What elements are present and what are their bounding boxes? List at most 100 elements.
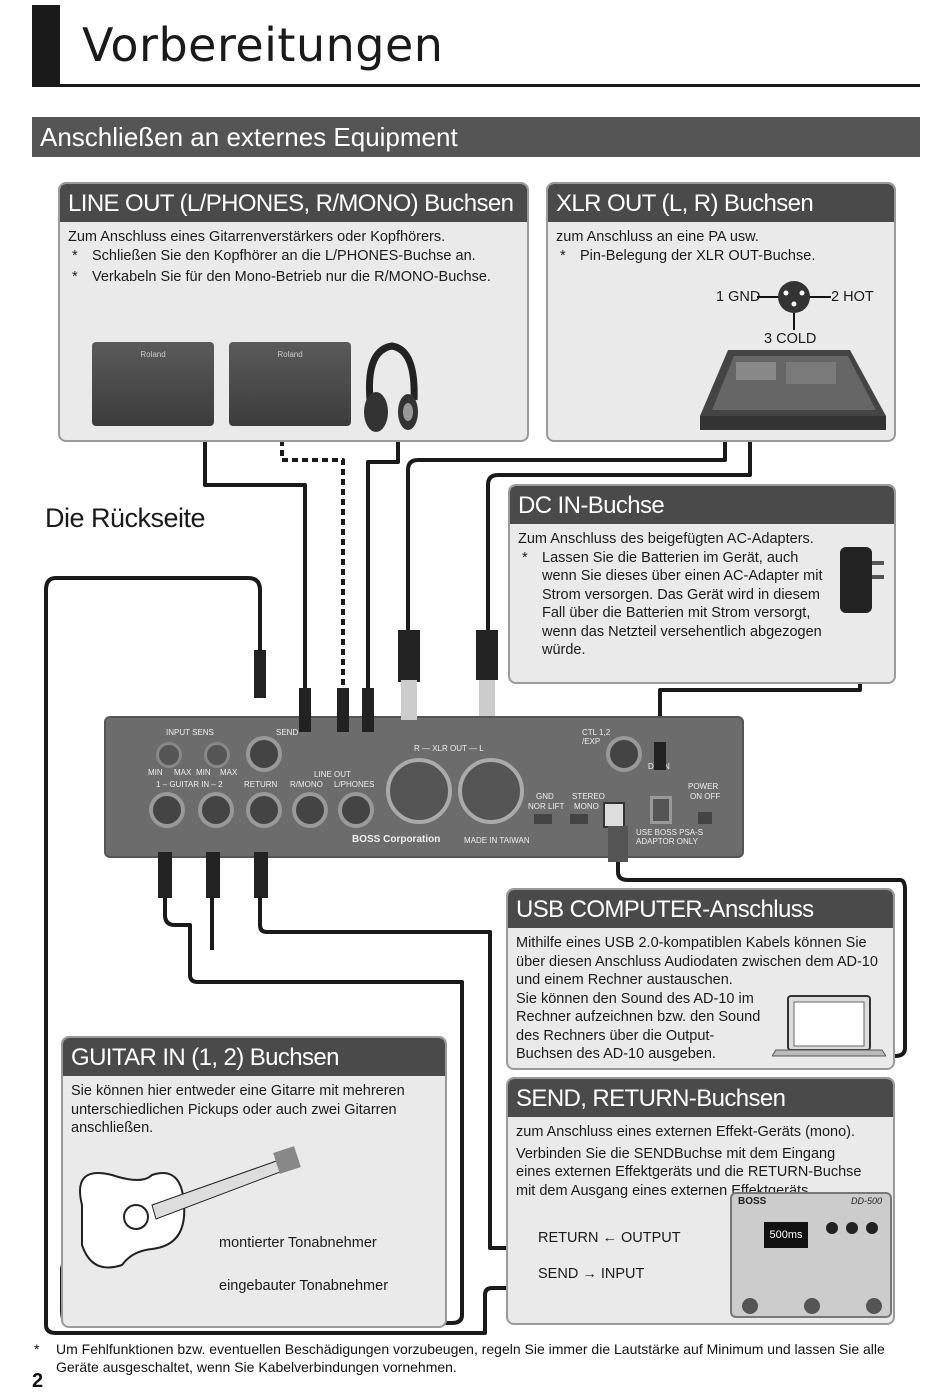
- usb-text-2: Sie können den Sound des AD-10 im Rechne…: [516, 990, 761, 1063]
- panel-made-in: MADE IN TAIWAN: [464, 836, 530, 845]
- xlr-pin-2-label: 2 HOT: [831, 289, 874, 305]
- back-title: Die Rückseite: [45, 503, 206, 533]
- panel-xlr-out: R — XLR OUT — L: [414, 744, 484, 753]
- panel-l-phones: L/PHONES: [334, 780, 375, 789]
- dc-in-heading: DC IN-Buchse: [510, 486, 894, 524]
- send-plug: [254, 650, 266, 698]
- pedal-knob-2[interactable]: [846, 1222, 858, 1234]
- dc-in-intro: Zum Anschluss des beigefügten AC-Adapter…: [518, 531, 814, 547]
- send-return-box: SEND, RETURN-Buchsen zum Anschluss eines…: [506, 1077, 895, 1325]
- headphones-icon: [364, 342, 418, 432]
- pedal-knob-1[interactable]: [826, 1222, 838, 1234]
- xlr-out-r-jack[interactable]: [386, 758, 452, 824]
- usb-heading: USB COMPUTER-Anschluss: [508, 890, 893, 928]
- panel-r-mono: R/MONO: [290, 780, 323, 789]
- cable-usb: [616, 860, 907, 1058]
- xlr-out-l-jack[interactable]: [458, 758, 524, 824]
- panel-gnd: GND: [536, 792, 554, 801]
- panel-max-1: MAX: [174, 768, 192, 777]
- send-return-text-1: zum Anschluss eines externen Effekt-Gerä…: [516, 1124, 856, 1140]
- title-bar-accent: [32, 5, 60, 87]
- xlr-l-plug-head: [479, 680, 495, 716]
- pa-mixer-icon: [700, 350, 886, 430]
- dc-plug: [654, 742, 666, 770]
- panel-stereo: STEREO: [572, 792, 605, 801]
- usb-plug: [608, 826, 628, 862]
- gnd-lift-switch[interactable]: [534, 814, 552, 824]
- l-phones-jack[interactable]: [338, 792, 374, 828]
- pedal-footswitch-b[interactable]: [804, 1298, 820, 1314]
- guitar-2-plug: [206, 852, 220, 898]
- xlr-pin-3-label: 3 COLD: [764, 331, 817, 347]
- input-sens-knob-1[interactable]: [156, 742, 182, 768]
- guitar-in-text: Sie können hier entweder eine Gitarre mi…: [71, 1083, 405, 1136]
- section-title: Anschließen an externes Equipment: [32, 117, 920, 157]
- panel-line-out: LINE OUT: [314, 770, 351, 779]
- footnote-text: Um Fehlfunktionen bzw. eventuellen Besch…: [56, 1341, 885, 1375]
- pickup-mounted-label: montierter Tonabnehmer: [219, 1235, 377, 1251]
- cable-xlr-l: [486, 430, 752, 630]
- xlr-out-intro: zum Anschluss an eine PA usw.: [556, 229, 759, 245]
- pedal-model: DD-500: [850, 1196, 882, 1206]
- cable-amp-rmono: [203, 428, 307, 690]
- send-return-heading: SEND, RETURN-Buchsen: [508, 1079, 893, 1117]
- panel-adaptor-2: ADAPTOR ONLY: [636, 837, 698, 846]
- send-jack[interactable]: [246, 736, 282, 772]
- line-out-bullet-1: Schließen Sie den Kopfhörer an die L/PHO…: [92, 247, 476, 264]
- r-mono-jack[interactable]: [292, 792, 328, 828]
- input-sens-knob-2[interactable]: [204, 742, 230, 768]
- panel-adaptor-1: USE BOSS PSA-S: [636, 828, 704, 837]
- return-jack[interactable]: [246, 792, 282, 828]
- xlr-r-plug-head: [401, 680, 417, 720]
- usb-box: USB COMPUTER-Anschluss Mithilfe eines US…: [506, 888, 895, 1070]
- guitar-in-2-jack[interactable]: [198, 792, 234, 828]
- page-number: 2: [32, 1370, 44, 1392]
- stereo-mono-switch[interactable]: [570, 814, 588, 824]
- pedal-footswitch-a[interactable]: [742, 1298, 758, 1314]
- ctl-exp-jack[interactable]: [606, 736, 642, 772]
- dc-in-box: DC IN-Buchse Zum Anschluss des beigefügt…: [508, 484, 896, 684]
- pickup-built-in-label: eingebauter Tonabnehmer: [219, 1278, 389, 1294]
- cable-amp2-lphones-dashed: [280, 430, 345, 690]
- line-out-heading: LINE OUT (L/PHONES, R/MONO) Buchsen: [60, 184, 527, 222]
- line-out-bullet-2: Verkabeln Sie für den Mono-Betrieb nur d…: [92, 269, 491, 285]
- dc-in-jack[interactable]: [650, 796, 672, 824]
- xlr-pin-1-label: 1 GND: [716, 289, 761, 305]
- usb-text-1: Mithilfe eines USB 2.0-kompatiblen Kabel…: [516, 935, 878, 988]
- amplifier-1: Roland: [92, 342, 214, 426]
- guitar-in-heading: GUITAR IN (1, 2) Buchsen: [63, 1038, 445, 1076]
- dc-in-bullet-1: Lassen Sie die Batterien im Gerät, auch …: [542, 549, 823, 659]
- panel-guitar-in: 1 – GUITAR IN – 2: [156, 780, 223, 789]
- xlr-out-heading: XLR OUT (L, R) Buchsen: [548, 184, 894, 222]
- panel-input-sens: INPUT SENS: [166, 728, 214, 737]
- rmono-plug: [299, 688, 311, 732]
- guitar-in-1-jack[interactable]: [149, 792, 185, 828]
- panel-on-off: ON OFF: [690, 792, 721, 801]
- cable-send: [44, 576, 730, 1335]
- lphones-plug-dashed: [337, 688, 349, 732]
- return-plug: [254, 852, 268, 898]
- title-rule: [32, 84, 920, 87]
- xlr-out-bullet-1: Pin-Belegung der XLR OUT-Buchse.: [580, 247, 816, 264]
- pedal-display: 500ms: [764, 1222, 808, 1248]
- ac-adapter-icon: [840, 547, 884, 613]
- panel-min-1: MIN: [148, 768, 163, 777]
- pedal-footswitch-tap[interactable]: [866, 1298, 882, 1314]
- power-switch[interactable]: [698, 812, 712, 824]
- page-title: Vorbereitungen: [82, 18, 444, 72]
- lphones-plug: [362, 688, 374, 732]
- panel-nor-lift: NOR LIFT: [528, 802, 565, 811]
- amp-logo-1: Roland: [140, 350, 166, 359]
- cable-xlr-r: [406, 430, 727, 630]
- laptop-icon: [772, 995, 886, 1057]
- xlr-pin-diagram-icon: [757, 281, 831, 330]
- rear-panel: INPUT SENS MIN MAX MIN MAX 1 – GUITAR IN…: [104, 716, 744, 858]
- pedal-brand: BOSS: [738, 1196, 767, 1207]
- pedal-knob-3[interactable]: [866, 1222, 878, 1234]
- send-input-label: SEND → INPUT: [538, 1266, 645, 1282]
- footnote: * Um Fehlfunktionen bzw. eventuellen Bes…: [34, 1340, 914, 1376]
- panel-power: POWER: [688, 782, 719, 791]
- panel-return: RETURN: [244, 780, 278, 789]
- panel-brand: BOSS Corporation: [352, 834, 441, 845]
- amp-logo-2: Roland: [277, 350, 303, 359]
